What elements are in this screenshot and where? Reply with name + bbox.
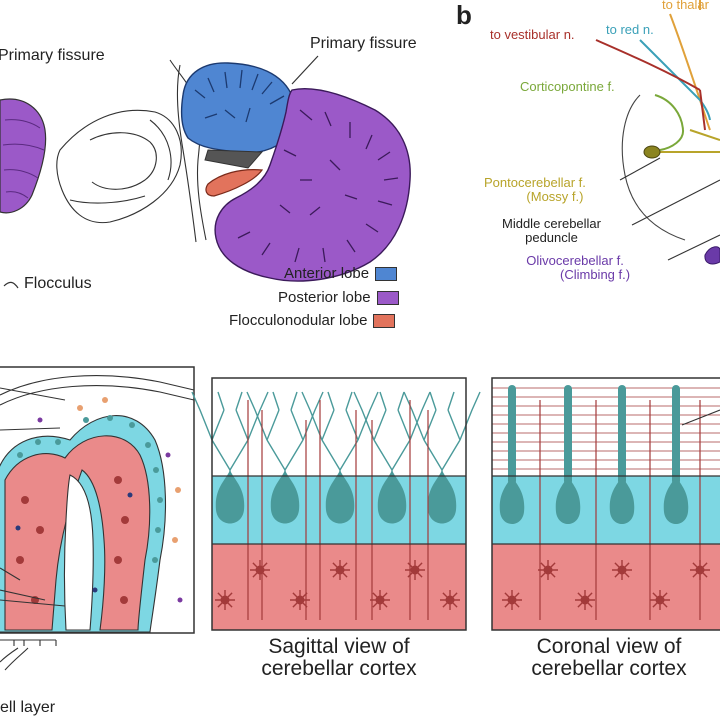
- olivocerebellar-line-1: Olivocerebellar f.: [526, 253, 624, 268]
- granule-cell-processes: [290, 590, 310, 610]
- granule-cell: [695, 565, 705, 575]
- legend-swatch-anterior: [375, 266, 398, 281]
- purkinje-cell: [325, 470, 355, 524]
- granule-cell-processes: [215, 590, 235, 610]
- legend-label: Anterior lobe: [284, 265, 370, 282]
- pontocerebellar-label: Pontocerebellar f. (Mossy f.): [484, 176, 586, 203]
- pontocerebellar-line-2: (Mossy f.): [526, 188, 584, 204]
- granule-cell: [655, 595, 665, 605]
- legend-swatch-posterior: [376, 290, 399, 305]
- purkinje-cell: [377, 470, 407, 524]
- granule-cell-processes: [612, 560, 632, 580]
- coronal-caption-line-2: cerebellar cortex: [531, 657, 687, 681]
- panel-b-pathways: [595, 0, 720, 241]
- granule-cell: [335, 565, 345, 575]
- legend-anterior-lobe: Anterior lobe: [284, 265, 398, 282]
- primary-fissure-label-right: Primary fissure: [310, 35, 417, 52]
- granule-cell: [507, 595, 517, 605]
- legend-posterior-lobe: Posterior lobe: [278, 289, 399, 306]
- to-thalamus-label: to thalar: [662, 0, 709, 12]
- sagittal-caption: Sagittal view of cerebellar cortex: [228, 635, 450, 681]
- granule-cell-processes: [370, 590, 390, 610]
- purkinje-cell: [663, 476, 689, 524]
- purkinje-dendrite-coronal: [672, 385, 680, 485]
- corticopontine-label: Corticopontine f.: [520, 79, 615, 94]
- cell-layer-label: ell layer: [0, 699, 56, 716]
- granule-cell-processes: [650, 590, 670, 610]
- middle-peduncle-line-2: peduncle: [525, 229, 578, 245]
- flocculonodular-lobe: [205, 169, 264, 197]
- purkinje-cell: [499, 476, 525, 524]
- granule-cell: [543, 565, 553, 575]
- sagittal-caption-line-2: cerebellar cortex: [261, 657, 417, 681]
- coronal-cortex: [491, 377, 720, 631]
- brainstem-outline: [56, 59, 207, 243]
- olivocerebellar-label: Olivocerebellar f. (Climbing f.): [520, 254, 630, 281]
- purkinje-cell: [609, 476, 635, 524]
- middle-peduncle-label: Middle cerebellar peduncle: [502, 217, 601, 244]
- purkinje-cell: [270, 470, 300, 524]
- legend-swatch-flocculonodular: [373, 313, 396, 328]
- panel-a-left-lobe: [0, 98, 47, 214]
- posterior-lobe: [214, 88, 411, 282]
- legend-label: Posterior lobe: [278, 289, 371, 306]
- olivocerebellar-line-2: (Climbing f.): [560, 266, 631, 282]
- fourth-ventricle: [204, 149, 264, 169]
- granule-cell-processes: [250, 560, 270, 580]
- granule-cell-processes: [502, 590, 522, 610]
- granule-cell: [445, 595, 455, 605]
- purkinje-dendrite-coronal: [618, 385, 626, 485]
- panel-letter-b: b: [456, 0, 472, 30]
- coronal-caption-line-1: Coronal view of: [536, 635, 682, 658]
- granule-cell-processes: [575, 590, 595, 610]
- granule-cell: [255, 565, 265, 575]
- granule-cell-processes: [405, 560, 425, 580]
- purkinje-cell: [555, 476, 581, 524]
- primary-fissure-pointer: [291, 55, 319, 85]
- legend-flocculonodular-lobe: Flocculonodular lobe: [229, 312, 396, 329]
- sagittal-cortex: [191, 377, 481, 631]
- to-red-nucleus-label: to red n.: [606, 22, 654, 37]
- purkinje-cell: [427, 470, 457, 524]
- flocculus-pointer: [3, 281, 19, 289]
- granule-cell-processes: [690, 560, 710, 580]
- pontocerebellar-line-1: Pontocerebellar f.: [484, 175, 586, 190]
- sagittal-caption-line-1: Sagittal view of: [268, 635, 410, 658]
- flocculus-label: Flocculus: [24, 275, 92, 292]
- legend-label: Flocculonodular lobe: [229, 312, 368, 329]
- granule-cell: [375, 595, 385, 605]
- granule-cell: [220, 595, 230, 605]
- granule-cell: [617, 565, 627, 575]
- granule-cell-processes: [538, 560, 558, 580]
- inferior-olive: [704, 246, 720, 265]
- panel-c-folium: [0, 366, 195, 671]
- granule-cell: [295, 595, 305, 605]
- pontine-nucleus: [643, 145, 661, 159]
- granule-cell: [580, 595, 590, 605]
- to-vestibular-nucleus-label: to vestibular n.: [490, 27, 575, 42]
- granule-cell: [410, 565, 420, 575]
- panel-b-leader-lines: [619, 157, 720, 261]
- granule-cell-processes: [440, 590, 460, 610]
- granule-cell-processes: [330, 560, 350, 580]
- coronal-caption: Coronal view of cerebellar cortex: [498, 635, 720, 681]
- primary-fissure-label-left: Primary fissure: [0, 47, 105, 64]
- purkinje-cell: [215, 470, 245, 524]
- middle-peduncle-line-1: Middle cerebellar: [502, 216, 601, 231]
- purkinje-dendrite-coronal: [564, 385, 572, 485]
- purkinje-dendrite-coronal: [508, 385, 516, 485]
